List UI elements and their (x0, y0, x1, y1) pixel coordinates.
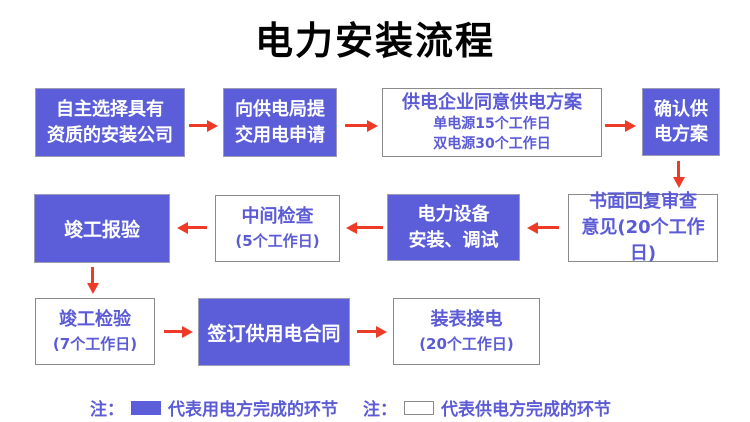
flow-step-intermediate-check: 中间检查 (5个工作日) (215, 195, 340, 262)
step-text-line: 中间检查 (241, 205, 314, 227)
arrow-down-icon (86, 267, 99, 294)
legend-consumer: 注： 代表用电方完成的环节 (90, 395, 338, 420)
step-text-line: 安装、调试 (408, 229, 499, 251)
legend-label: 代表用电方完成的环节 (168, 400, 338, 420)
step-text-line: 电方案 (654, 124, 708, 145)
arrow-right-icon (345, 119, 378, 132)
legend-prefix: 注： (90, 400, 124, 420)
flow-step-equipment-install: 电力设备 安装、调试 (387, 194, 520, 261)
flow-step-submit-application: 向供电局提 交用电申请 (223, 88, 337, 157)
step-text-line: 资质的安装公司 (47, 124, 173, 146)
arrow-left-icon (527, 221, 559, 234)
step-text-subline: (20个工作日) (419, 334, 514, 353)
legend-swatch-blue (131, 400, 161, 415)
flow-step-sign-contract: 签订供用电合同 (198, 298, 350, 366)
step-text-line: 意见(20个工作日) (581, 217, 705, 264)
step-text-line: 签订供用电合同 (207, 322, 341, 345)
flow-step-written-reply: 书面回复审查 意见(20个工作日) (568, 191, 718, 264)
step-text-subline: 双电源30个工作日 (433, 135, 551, 152)
legend-prefix: 注： (363, 400, 397, 420)
step-text-line: 竣工报验 (63, 219, 140, 241)
arrow-left-icon (346, 221, 383, 234)
step-text-line: 交用电申请 (235, 124, 325, 146)
page-title: 电力安装流程 (254, 19, 495, 63)
legend-label: 代表供电方完成的环节 (441, 400, 611, 420)
flow-step-completion-inspection: 竣工检验 (7个工作日) (35, 298, 155, 365)
flow-step-approve-plan: 供电企业同意供电方案 单电源15个工作日 双电源30个工作日 (382, 88, 602, 157)
step-text-line: 自主选择具有 (56, 98, 164, 120)
arrow-right-icon (164, 325, 193, 338)
step-text-line: 书面回复审查 (589, 191, 697, 212)
arrow-right-icon (357, 325, 387, 338)
arrow-left-icon (177, 221, 207, 234)
step-text-line: 装表接电 (430, 308, 503, 330)
flow-step-meter-connection: 装表接电 (20个工作日) (393, 298, 540, 365)
step-text-subline: (7个工作日) (52, 334, 138, 353)
step-text-line: 确认供 (654, 99, 708, 120)
step-text-subline: (5个工作日) (235, 231, 320, 250)
legend-swatch-white (404, 400, 434, 415)
step-text-line: 向供电局提 (235, 98, 325, 120)
step-text-line: 电力设备 (417, 203, 490, 225)
step-text-line: 竣工检验 (59, 308, 131, 330)
flow-step-completion-report: 竣工报验 (34, 194, 170, 263)
flow-step-confirm-plan: 确认供 电方案 (642, 88, 720, 156)
flow-step-choose-company: 自主选择具有 资质的安装公司 (35, 88, 185, 157)
arrow-right-icon (605, 119, 636, 132)
step-text-line: 供电企业同意供电方案 (402, 91, 582, 113)
legend-supplier: 注： 代表供电方完成的环节 (363, 395, 611, 420)
step-text-subline: 单电源15个工作日 (433, 115, 551, 132)
arrow-down-icon (672, 161, 685, 188)
arrow-right-icon (189, 119, 218, 132)
